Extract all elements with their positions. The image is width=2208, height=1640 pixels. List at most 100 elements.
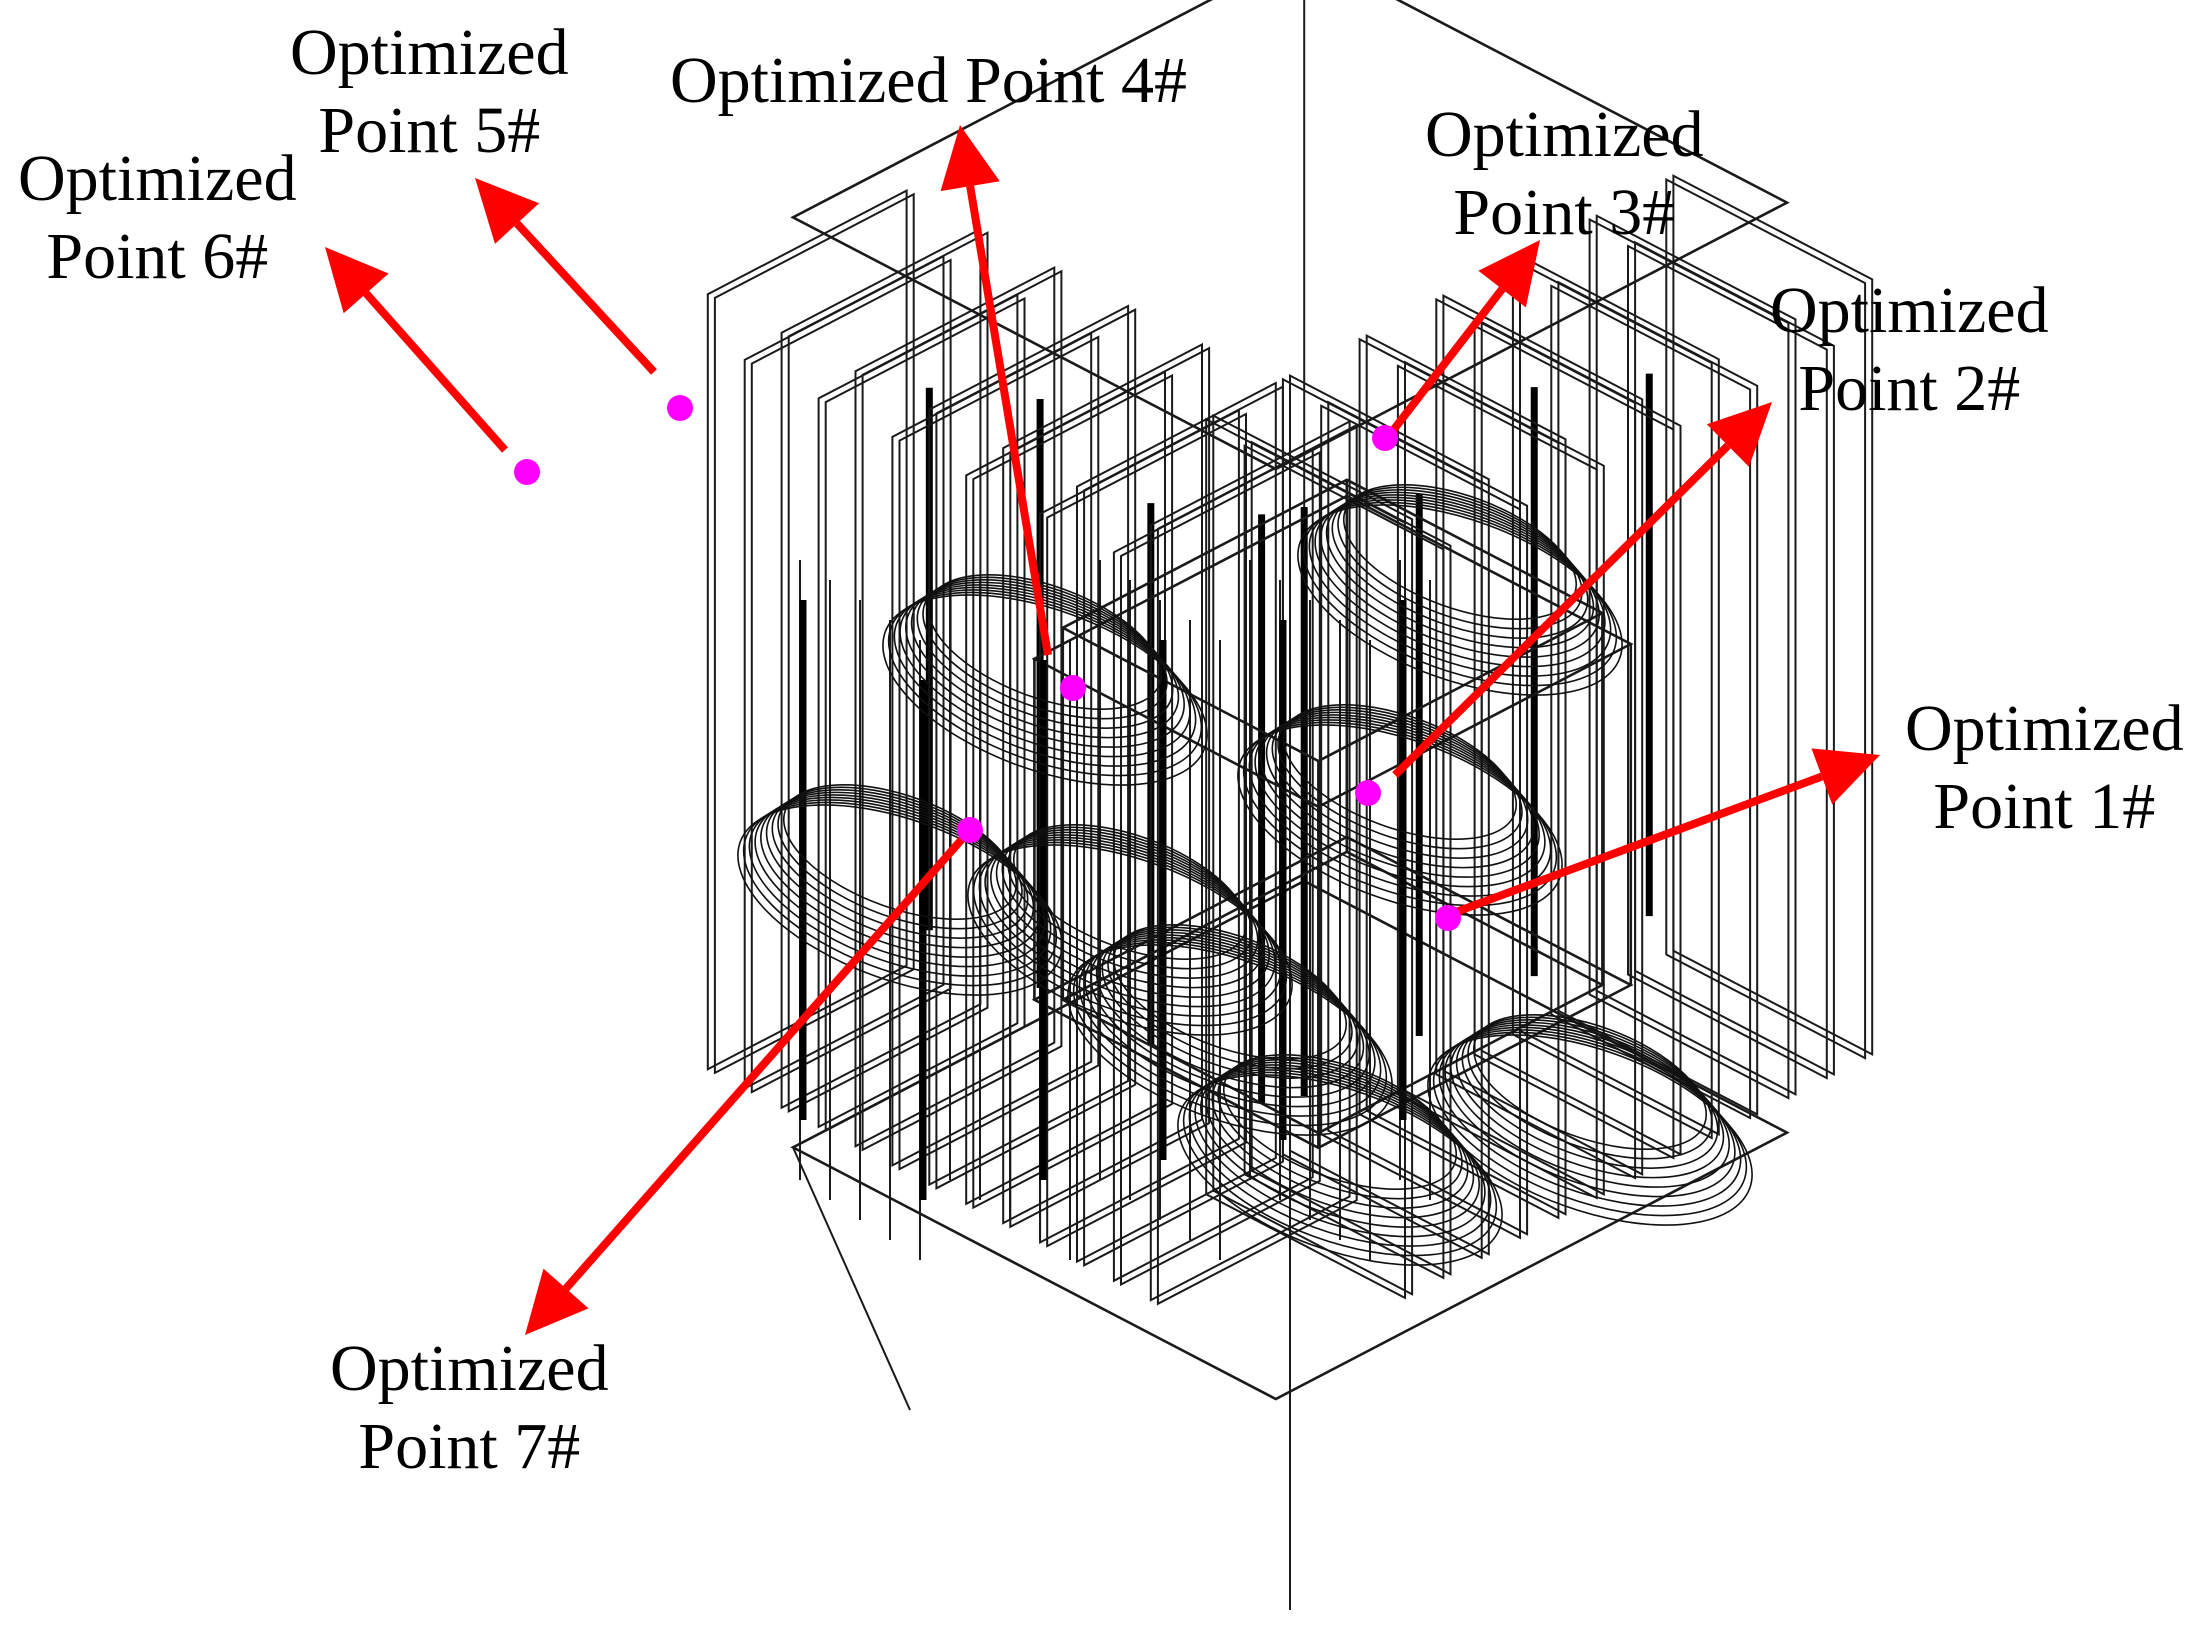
coil-bottom-right-turn: [1438, 1029, 1742, 1207]
label-point-5-line1: Optimized: [290, 16, 569, 89]
left-fin-inner: [1120, 450, 1321, 1287]
left-fin-inner: [1046, 412, 1247, 1248]
left-fin-inner: [861, 269, 1063, 1152]
label-point-6-line2: Point 6#: [46, 220, 269, 293]
coil-left-turn: [777, 786, 1023, 930]
arrow-2-shaft: [1392, 442, 1731, 778]
label-point-2-line1: Optimized: [1770, 274, 2049, 347]
coil-lower-turn: [1211, 1059, 1469, 1209]
coil-top-left-turn: [887, 591, 1203, 777]
left-fin-outer: [854, 265, 1056, 1148]
coil-bottom-right-turn: [1432, 1031, 1748, 1217]
coil-mid-right-turn: [1277, 706, 1523, 850]
left-fin-inner: [935, 308, 1137, 1190]
coil-mid-right-turn: [1282, 704, 1518, 840]
coil-top-left-turn: [922, 576, 1168, 720]
right-fin-inner: [1435, 297, 1637, 1180]
label-point-5: Optimized Point 5#: [290, 14, 569, 170]
coil-bottom-right-turn: [1450, 1024, 1730, 1188]
label-point-2-line2: Point 2#: [1798, 352, 2021, 425]
coil-mid-right-turn: [1260, 714, 1540, 878]
coil-left-turn: [737, 804, 1063, 996]
label-point-1-line1: Optimized: [1905, 692, 2184, 765]
arrow-3-head: [1478, 240, 1540, 308]
coil-top-left-turn: [905, 584, 1185, 748]
coil-top-left-turn: [893, 589, 1197, 767]
coil-top-right-turn: [1314, 496, 1606, 668]
label-point-5-line2: Point 5#: [318, 94, 541, 167]
coil-mid-right-turn: [1254, 716, 1546, 888]
coil-mid-right-turn: [1265, 711, 1535, 869]
arrow-4-head: [940, 125, 1000, 192]
coil-mid-left-turn: [1012, 824, 1248, 960]
coil-lower-turn: [1217, 1056, 1463, 1200]
label-point-3: Optimized Point 3#: [1425, 96, 1704, 252]
coil-top-left-turn: [910, 581, 1180, 739]
label-point-3-line2: Point 3#: [1453, 176, 1676, 249]
label-point-3-line1: Optimized: [1425, 98, 1704, 171]
left-fin-outer: [928, 304, 1130, 1187]
optimized-point-2-marker: [1355, 780, 1381, 806]
coil-mid-right-turn: [1271, 709, 1529, 859]
right-fin-inner: [1396, 364, 1598, 1200]
label-point-6: Optimized Point 6#: [18, 140, 297, 296]
coil-bottom-right-turn: [1467, 1016, 1713, 1160]
coil-top-right-turn: [1297, 504, 1623, 696]
arrow-5-head: [475, 178, 540, 244]
arrow-4-shaft: [966, 185, 1052, 656]
coil-bottom-right-turn: [1444, 1026, 1736, 1198]
coil-lower-turn: [1182, 1071, 1498, 1257]
label-point-2: Optimized Point 2#: [1770, 272, 2049, 428]
optimized-point-3-marker: [1372, 425, 1398, 451]
left-fin-inner: [972, 373, 1174, 1210]
right-fin-inner: [1320, 404, 1521, 1240]
arrow-1-shaft: [1446, 772, 1824, 919]
coil-mid-left-turn: [967, 844, 1293, 1036]
right-fin-outer: [1442, 294, 1644, 1176]
coil-lower-turn: [1222, 1054, 1458, 1190]
coil-lower-turn: [1205, 1061, 1475, 1219]
left-fin-outer: [1002, 342, 1203, 1225]
coil-mid-left-turn: [984, 836, 1276, 1008]
right-fin-inner: [1588, 217, 1790, 1100]
optimized-point-7-marker: [957, 817, 983, 843]
right-fin-outer: [1212, 413, 1414, 1296]
coil-mid-left-turn: [972, 841, 1288, 1027]
optimized-point-4-marker: [1060, 675, 1086, 701]
arrow-1-head: [1811, 748, 1880, 805]
coil-top-left-turn: [882, 594, 1208, 786]
right-fin-inner: [1627, 244, 1828, 1080]
label-point-1: Optimized Point 1#: [1905, 690, 2184, 846]
optimized-point-6-marker: [514, 459, 540, 485]
coil-top-right-turn: [1337, 486, 1583, 630]
arrow-2-head: [1706, 402, 1772, 467]
right-fin-outer: [1365, 333, 1567, 1216]
arrow-7-shaft: [562, 827, 974, 1292]
coil-center-turn: [1107, 926, 1353, 1070]
right-fin-outer: [1672, 174, 1874, 1057]
coil-center-turn: [1095, 931, 1365, 1089]
label-point-7-line2: Point 7#: [358, 1410, 581, 1483]
right-fin-inner: [1665, 177, 1867, 1060]
coil-lower-turn: [1188, 1069, 1492, 1247]
coil-top-right-turn: [1331, 489, 1589, 639]
coil-center-turn: [1112, 924, 1348, 1060]
coil-mid-right-turn: [1248, 719, 1552, 897]
arrow-6-head: [325, 247, 389, 314]
label-point-1-line2: Point 1#: [1933, 770, 2156, 843]
label-point-4-line1: Optimized Point 4#: [670, 44, 1187, 117]
coil-bottom-right-turn: [1472, 1014, 1708, 1150]
coil-left-turn: [754, 796, 1046, 968]
label-point-7: Optimized Point 7#: [330, 1330, 609, 1486]
coil-top-left-turn: [916, 579, 1174, 729]
coil-left-turn: [748, 799, 1052, 977]
coil-bottom-right-turn: [1427, 1034, 1753, 1226]
coil-left-turn: [742, 801, 1058, 987]
left-fin-inner: [713, 192, 915, 1075]
arrow-5-shaft: [514, 220, 657, 375]
right-fin-outer: [1595, 214, 1797, 1097]
wireframe-structure: [706, 0, 1874, 1610]
annotation-arrows: [325, 125, 1880, 1335]
left-fin-inner: [898, 335, 1100, 1171]
